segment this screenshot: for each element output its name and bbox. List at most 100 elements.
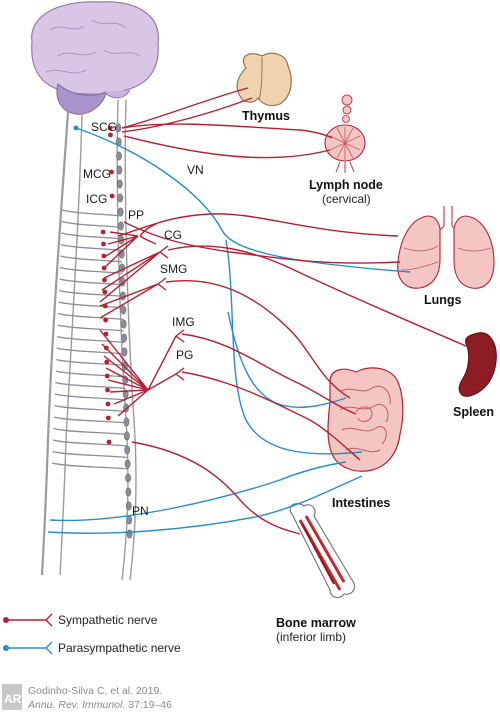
synapse-dot — [104, 373, 110, 379]
synapse-dot — [108, 132, 113, 138]
synapse-dot — [103, 345, 109, 351]
label-mcg: MCG — [83, 167, 111, 181]
chain-ganglion — [123, 417, 130, 427]
synapse-dot — [106, 439, 112, 445]
spinal-nerve — [59, 266, 123, 275]
spinal-nerve — [56, 358, 125, 367]
chain-ganglion — [125, 487, 132, 497]
spinal-nerve — [62, 209, 121, 217]
label-bone-marrow: Bone marrow — [276, 616, 356, 630]
bone-marrow-organ — [289, 503, 355, 599]
spinal-nerve — [55, 370, 126, 378]
spinal-nerve — [51, 462, 128, 470]
legend-sympathetic: Sympathetic nerve — [3, 613, 158, 627]
ganglion-labels: SCG MCG ICG PP CG SMG IMG PG VN PN — [83, 120, 204, 518]
label-cg: CG — [164, 228, 182, 242]
label-smg: SMG — [160, 262, 187, 276]
label-lymph-node: Lymph node — [309, 178, 383, 192]
synapse-dot — [109, 193, 115, 199]
lungs-organ — [397, 206, 495, 289]
chain-ganglion — [116, 151, 122, 161]
thymus-organ — [236, 52, 292, 107]
spinal-nerve — [60, 243, 122, 252]
chain-ganglion — [125, 501, 132, 511]
label-bone-marrow-sub: (inferior limb) — [276, 630, 346, 644]
vagus-origin-node — [73, 125, 79, 131]
spinal-nerve — [57, 324, 124, 332]
synapse-dot — [102, 277, 107, 283]
chain-ganglion — [123, 431, 130, 441]
annual-reviews-logo-text: AR — [4, 692, 22, 706]
chain-ganglion — [120, 305, 127, 315]
label-intestines: Intestines — [332, 496, 390, 510]
chain-ganglion — [125, 473, 131, 483]
synapse-dot — [103, 331, 109, 337]
synapse-dot — [102, 303, 108, 309]
synapse-dot — [101, 253, 107, 259]
spinal-nerve — [53, 427, 127, 436]
label-spleen: Spleen — [453, 405, 494, 419]
spinal-nerve — [61, 232, 122, 240]
chain-ganglion — [124, 445, 131, 455]
label-scg: SCG — [91, 120, 117, 134]
chain-ganglion — [116, 165, 123, 175]
legend: Sympathetic nerve Parasympathetic nerve — [3, 613, 181, 655]
synapse-dot — [105, 415, 111, 421]
spinal-nerve — [58, 301, 124, 309]
spinal-nerve — [60, 255, 123, 263]
label-lymph-node-sub: (cervical) — [322, 192, 371, 206]
chain-ganglion — [121, 333, 128, 343]
label-vn: VN — [187, 163, 204, 177]
citation-journal: Annu. Rev. Immunol. — [27, 699, 125, 711]
spleen-organ — [458, 332, 497, 397]
chain-ganglion — [116, 179, 123, 189]
citation: AR Godinho-Silva C, et al. 2019. Annu. R… — [2, 684, 172, 711]
synapse-dot — [100, 229, 106, 235]
synapse-dot — [109, 169, 114, 175]
spinal-nerve — [52, 450, 128, 459]
label-pp: PP — [128, 208, 144, 222]
chain-ganglion — [118, 221, 124, 231]
chain-ganglion — [124, 459, 131, 469]
annual-reviews-logo — [2, 684, 22, 710]
spinal-nerve — [55, 381, 126, 390]
chain-ganglion — [117, 193, 124, 203]
chain-ganglion — [126, 529, 133, 539]
label-icg: ICG — [86, 192, 107, 206]
legend-parasympathetic-label: Parasympathetic nerve — [58, 641, 181, 655]
synapse-dot — [103, 317, 108, 323]
spinal-nerve — [57, 335, 125, 344]
chain-ganglion — [115, 123, 122, 133]
spinal-column — [40, 99, 137, 581]
label-pn: PN — [132, 504, 149, 518]
spinal-nerve — [56, 347, 125, 355]
label-img: IMG — [172, 315, 195, 329]
label-thymus: Thymus — [242, 109, 290, 123]
synapse-dot — [101, 265, 107, 271]
sympathetic-pathways — [99, 87, 467, 535]
spinal-nerve — [59, 278, 123, 286]
brain — [31, 1, 159, 115]
legend-parasympathetic: Parasympathetic nerve — [3, 641, 181, 655]
spinal-nerve — [52, 439, 128, 447]
chain-ganglion — [121, 347, 128, 357]
sympathetic-fork-icon — [6, 613, 53, 627]
citation-line1: Godinho-Silva C, et al. 2019. — [28, 685, 162, 697]
synapse-dot — [107, 125, 113, 131]
synapse-dot — [105, 387, 110, 393]
label-lungs: Lungs — [424, 293, 462, 307]
chain-ganglion — [117, 207, 124, 217]
synapse-dot — [105, 401, 111, 407]
organ-labels: Thymus Lymph node (cervical) Lungs Splee… — [242, 109, 494, 644]
citation-line2: Annu. Rev. Immunol. 37:19–46 — [27, 699, 172, 711]
spinal-nerve — [53, 416, 127, 424]
chain-ganglion — [120, 319, 127, 329]
synapse-dot — [102, 289, 108, 295]
synapse-dot — [104, 359, 110, 365]
spinal-nerve — [54, 393, 126, 401]
label-pg: PG — [176, 348, 193, 362]
synapse-dot — [101, 241, 106, 247]
legend-sympathetic-label: Sympathetic nerve — [58, 613, 158, 627]
